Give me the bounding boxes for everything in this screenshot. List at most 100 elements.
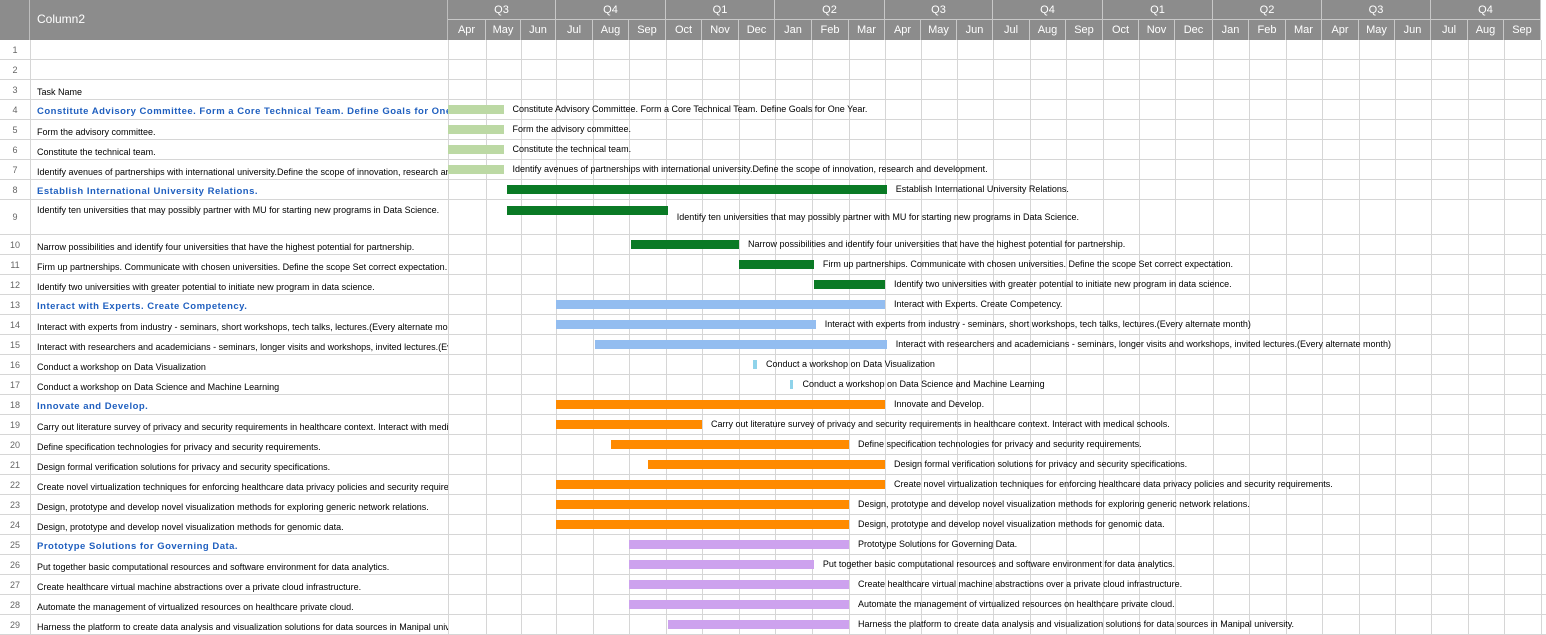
task-name[interactable]: Task Name xyxy=(37,87,83,97)
month-header[interactable]: Mar xyxy=(1286,20,1322,40)
task-name[interactable]: Form the advisory committee. xyxy=(37,127,156,137)
gantt-bar[interactable] xyxy=(789,380,794,389)
gantt-bar[interactable] xyxy=(448,165,504,174)
month-header[interactable]: Jul xyxy=(556,20,593,40)
month-header[interactable]: Sep xyxy=(1066,20,1103,40)
month-header[interactable]: Apr xyxy=(885,20,921,40)
month-header[interactable]: Jan xyxy=(1213,20,1249,40)
row-number[interactable]: 15 xyxy=(9,340,20,350)
month-header[interactable]: Jun xyxy=(1395,20,1431,40)
month-header[interactable]: Oct xyxy=(1103,20,1139,40)
month-header[interactable]: Apr xyxy=(1322,20,1359,40)
row-number[interactable]: 2 xyxy=(12,65,18,75)
row-number[interactable]: 4 xyxy=(12,105,18,115)
month-header[interactable]: Aug xyxy=(593,20,629,40)
gantt-bar[interactable] xyxy=(556,500,849,509)
gantt-bar[interactable] xyxy=(507,185,887,194)
month-header[interactable]: Sep xyxy=(629,20,666,40)
task-name[interactable] xyxy=(30,60,448,80)
task-name[interactable]: Identify ten universities that may possi… xyxy=(37,205,440,215)
month-header[interactable]: Aug xyxy=(1468,20,1504,40)
task-name[interactable]: Firm up partnerships. Communicate with c… xyxy=(37,262,448,272)
row-number[interactable]: 29 xyxy=(9,620,20,630)
task-name[interactable] xyxy=(30,40,448,60)
month-header[interactable]: Dec xyxy=(1175,20,1213,40)
gantt-bar[interactable] xyxy=(594,340,887,349)
month-header[interactable]: Mar xyxy=(849,20,885,40)
month-header[interactable]: Sep xyxy=(1504,20,1541,40)
gantt-bar[interactable] xyxy=(556,320,816,329)
month-header[interactable]: Jun xyxy=(521,20,556,40)
month-header[interactable]: Jun xyxy=(957,20,993,40)
gantt-bar[interactable] xyxy=(630,240,739,249)
task-name[interactable]: Constitute the technical team. xyxy=(37,147,156,157)
row-number[interactable]: 17 xyxy=(9,380,20,390)
task-name[interactable]: Identify avenues of partnerships with in… xyxy=(37,167,448,177)
quarter-header[interactable]: Q3 xyxy=(1322,0,1431,20)
quarter-header[interactable]: Q2 xyxy=(1213,0,1322,20)
row-number[interactable]: 7 xyxy=(12,165,18,175)
row-number[interactable]: 26 xyxy=(9,560,20,570)
gantt-bar[interactable] xyxy=(556,300,885,309)
month-header[interactable]: Aug xyxy=(1030,20,1066,40)
row-number[interactable]: 5 xyxy=(12,125,18,135)
summary-task-name[interactable]: Prototype Solutions for Governing Data. xyxy=(37,541,239,552)
month-header[interactable]: May xyxy=(1359,20,1395,40)
task-name[interactable]: Identify two universities with greater p… xyxy=(37,282,375,292)
task-name[interactable]: Create novel virtualization techniques f… xyxy=(37,482,448,492)
task-name[interactable]: Design formal verification solutions for… xyxy=(37,462,331,472)
row-number[interactable]: 27 xyxy=(9,580,20,590)
task-name[interactable]: Harness the platform to create data anal… xyxy=(37,622,448,632)
row-number[interactable]: 8 xyxy=(12,185,18,195)
gantt-bar[interactable] xyxy=(667,620,849,629)
row-number[interactable]: 28 xyxy=(9,600,20,610)
quarter-header[interactable]: Q4 xyxy=(993,0,1103,20)
gantt-bar[interactable] xyxy=(556,420,702,429)
month-header[interactable]: Feb xyxy=(812,20,849,40)
row-number[interactable]: 20 xyxy=(9,440,20,450)
row-number[interactable]: 1 xyxy=(12,45,18,55)
task-name[interactable]: Design, prototype and develop novel visu… xyxy=(37,502,429,512)
gantt-bar[interactable] xyxy=(647,460,885,469)
gantt-bar[interactable] xyxy=(448,125,504,134)
gantt-bar[interactable] xyxy=(753,360,757,369)
row-number-header[interactable] xyxy=(0,0,30,40)
row-number[interactable]: 22 xyxy=(9,480,20,490)
month-header[interactable]: Jan xyxy=(775,20,812,40)
row-number[interactable]: 10 xyxy=(9,240,20,250)
quarter-header[interactable]: Q2 xyxy=(775,0,885,20)
month-header[interactable]: Oct xyxy=(666,20,702,40)
row-number[interactable]: 16 xyxy=(9,360,20,370)
month-header[interactable]: Feb xyxy=(1249,20,1286,40)
column2-header[interactable]: Column2 xyxy=(30,0,448,40)
month-header[interactable]: Apr xyxy=(448,20,486,40)
row-number[interactable]: 19 xyxy=(9,420,20,430)
quarter-header[interactable]: Q4 xyxy=(1431,0,1541,20)
gantt-bar[interactable] xyxy=(739,260,814,269)
gantt-bar[interactable] xyxy=(629,600,849,609)
task-name[interactable]: Put together basic computational resourc… xyxy=(37,562,390,572)
task-name[interactable]: Automate the management of virtualized r… xyxy=(37,602,354,612)
task-name[interactable]: Conduct a workshop on Data Science and M… xyxy=(37,382,280,392)
month-header[interactable]: Jul xyxy=(993,20,1030,40)
gantt-bar[interactable] xyxy=(813,280,885,289)
task-name[interactable]: Define specification technologies for pr… xyxy=(37,442,321,452)
gantt-bar[interactable] xyxy=(629,540,849,549)
month-header[interactable]: Dec xyxy=(739,20,775,40)
quarter-header[interactable]: Q1 xyxy=(666,0,775,20)
row-number[interactable]: 23 xyxy=(9,500,20,510)
quarter-header[interactable]: Q3 xyxy=(448,0,556,20)
gantt-bar[interactable] xyxy=(507,206,668,215)
gantt-bar[interactable] xyxy=(556,480,885,489)
month-header[interactable]: May xyxy=(921,20,957,40)
task-name[interactable]: Conduct a workshop on Data Visualization xyxy=(37,362,206,372)
row-number[interactable]: 12 xyxy=(9,280,20,290)
gantt-bar[interactable] xyxy=(629,580,849,589)
quarter-header[interactable]: Q3 xyxy=(885,0,993,20)
gantt-bar[interactable] xyxy=(448,105,504,114)
summary-task-name[interactable]: Establish International University Relat… xyxy=(37,186,258,197)
task-name[interactable]: Interact with experts from industry - se… xyxy=(37,322,448,332)
row-number[interactable]: 11 xyxy=(10,260,20,270)
row-number[interactable]: 24 xyxy=(9,520,20,530)
row-number[interactable]: 13 xyxy=(9,300,20,310)
